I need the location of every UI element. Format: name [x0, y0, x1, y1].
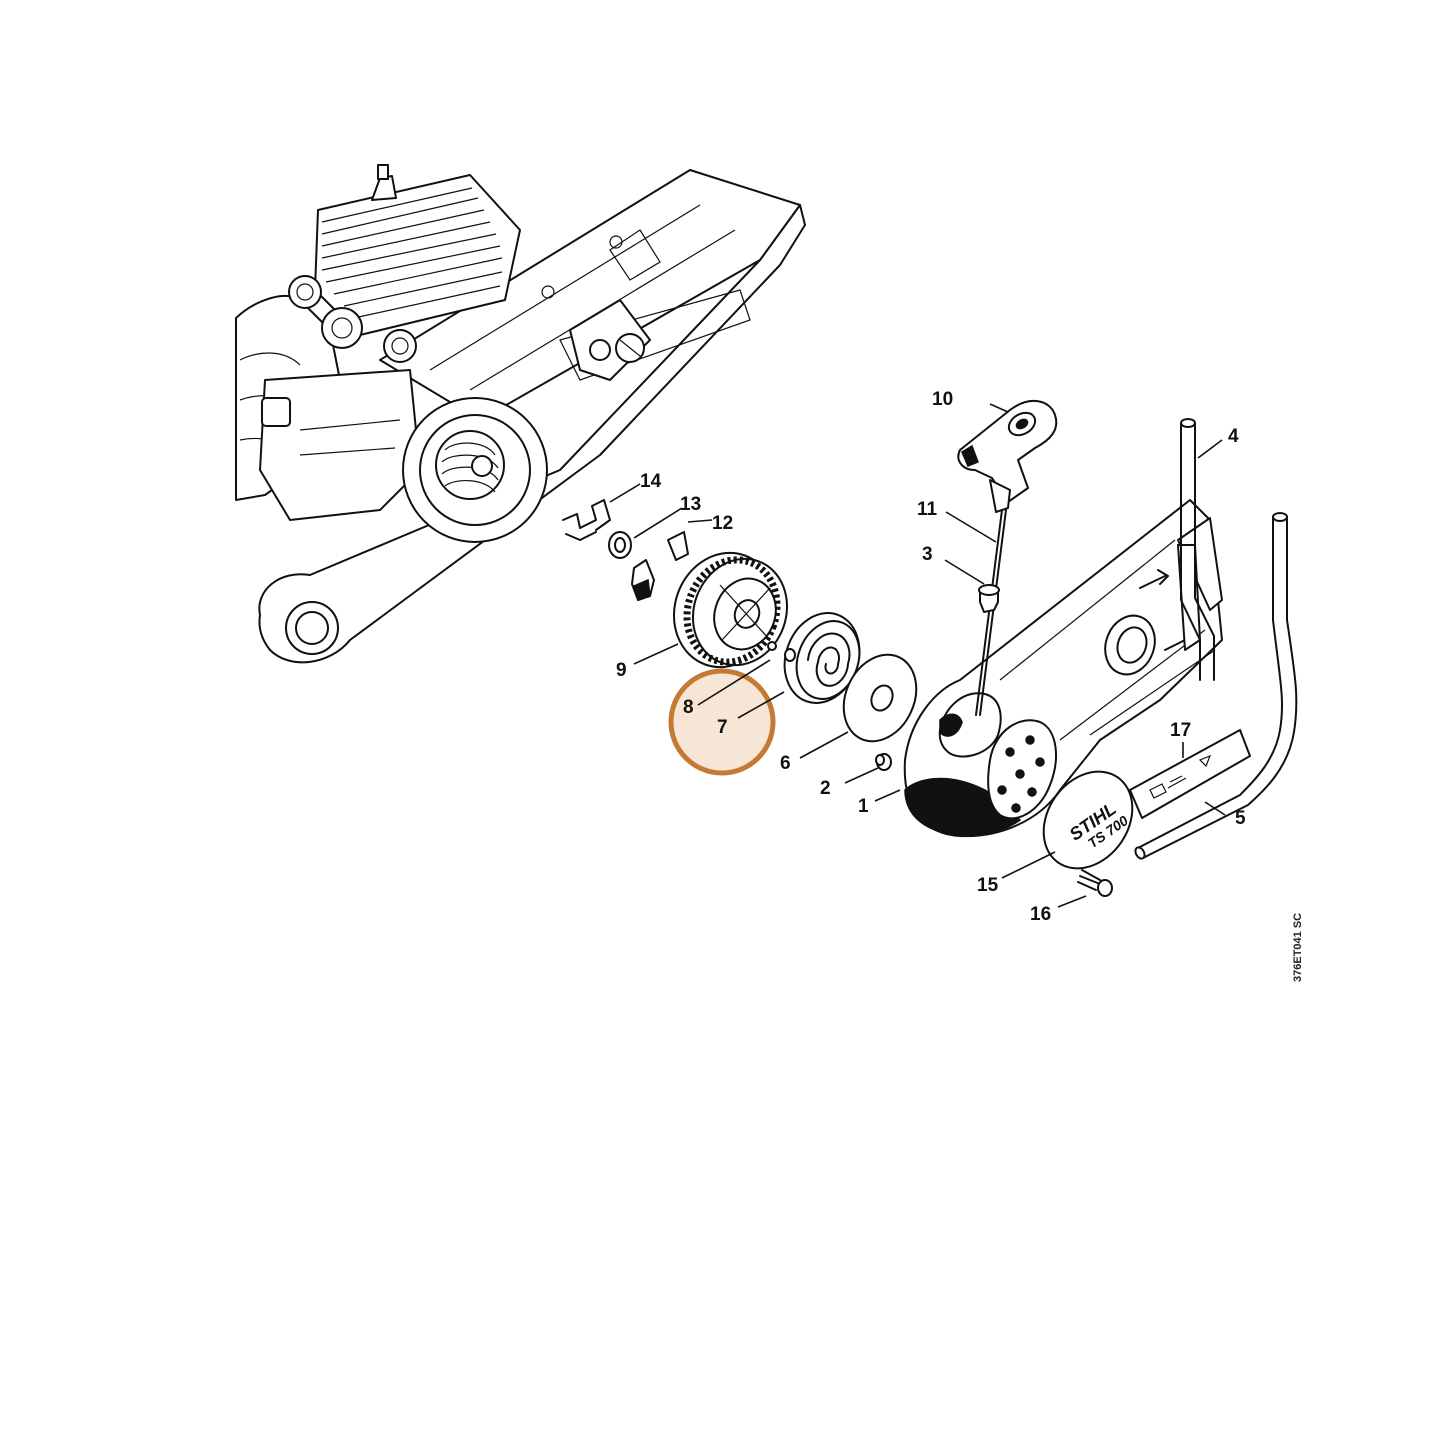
part-6-washer-disc — [842, 653, 918, 743]
callout-16: 16 — [1030, 904, 1051, 925]
part-10-starter-grip — [957, 400, 1058, 513]
part-17-warning-label — [1129, 729, 1251, 819]
leader-lines — [609, 403, 1226, 908]
callout-6: 6 — [780, 753, 791, 774]
part-3-rope-guide — [978, 584, 1000, 613]
callout-14: 14 — [640, 471, 662, 492]
callout-12: 12 — [712, 513, 733, 534]
part-7-rewind-spring — [783, 612, 861, 704]
callout-labels: 1 2 3 4 5 6 7 8 9 10 11 12 13 14 15 16 1… — [616, 389, 1246, 925]
part-9-rope-rotor — [672, 551, 789, 669]
part-15-logo-plate: STIHL TS 700 — [1042, 770, 1134, 870]
highlight-marker — [668, 668, 776, 776]
part-11-starter-rope — [975, 509, 1007, 716]
part-13-washer — [608, 531, 632, 559]
callout-1: 1 — [858, 796, 869, 817]
part-4-hose — [1180, 418, 1215, 681]
callout-13: 13 — [680, 494, 701, 515]
callout-9: 9 — [616, 660, 627, 681]
part-16-screw — [1077, 869, 1113, 897]
part-5-hose-bent — [1134, 512, 1298, 860]
callout-7: 7 — [717, 717, 728, 738]
engine-assembly — [235, 164, 806, 664]
callout-8: 8 — [683, 697, 694, 718]
part-8-screw — [767, 641, 777, 651]
part-12-pawl — [631, 531, 689, 601]
callout-15: 15 — [977, 875, 999, 896]
drawing-code: 376ET041 SC — [1292, 913, 1304, 982]
callout-4: 4 — [1228, 426, 1239, 447]
callout-17: 17 — [1170, 720, 1191, 741]
callout-2: 2 — [820, 778, 831, 799]
callout-5: 5 — [1235, 808, 1246, 829]
callout-10: 10 — [932, 389, 953, 410]
part-14-spring-clip — [562, 499, 611, 541]
part-2-screw — [875, 753, 892, 771]
callout-11: 11 — [917, 499, 938, 520]
callout-3: 3 — [922, 544, 933, 565]
